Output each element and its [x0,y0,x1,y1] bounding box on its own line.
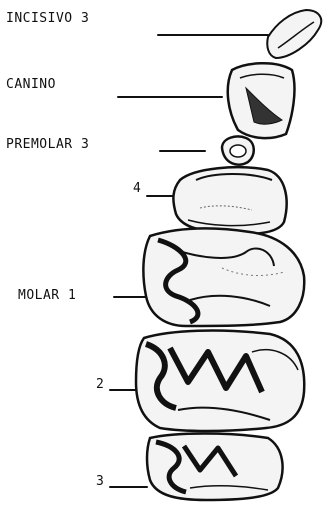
tooth-molar-1 [143,229,304,326]
tooth-molar-2 [136,331,304,431]
tooth-molar-3 [147,434,283,501]
tooth-premolar-3 [222,136,254,164]
tooth-incisivo [267,10,321,58]
tooth-canino [228,63,295,138]
tooth-premolar-4 [173,167,286,234]
